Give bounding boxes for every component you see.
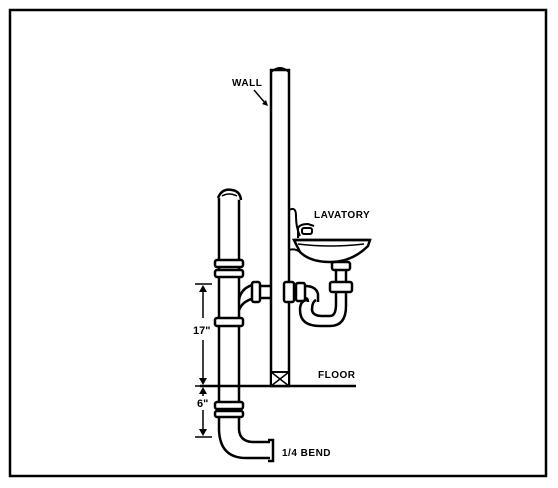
quarter-bend (217, 429, 275, 463)
stack-pipe (213, 188, 245, 430)
dimension-arrows (199, 285, 207, 436)
wall-leader-arrow (262, 100, 268, 106)
dimension-17-label: 17" (193, 325, 210, 337)
branch-tee (237, 280, 271, 311)
lavatory-bracket (288, 248, 301, 253)
dimension-markers (195, 283, 212, 438)
bend-label: 1/4 BEND (282, 448, 331, 459)
frame-border (8, 8, 548, 478)
lavatory-basin (291, 238, 372, 264)
dimension-6-label: 6" (197, 398, 208, 410)
lavatory-label: LAVATORY (314, 210, 370, 221)
p-trap (298, 260, 354, 328)
wall (269, 67, 291, 388)
wall-label: WALL (232, 78, 262, 89)
lavatory-faucet (288, 207, 315, 238)
wall-leader (253, 89, 267, 105)
floor-label: FLOOR (318, 370, 356, 381)
trap-arm (282, 280, 320, 304)
